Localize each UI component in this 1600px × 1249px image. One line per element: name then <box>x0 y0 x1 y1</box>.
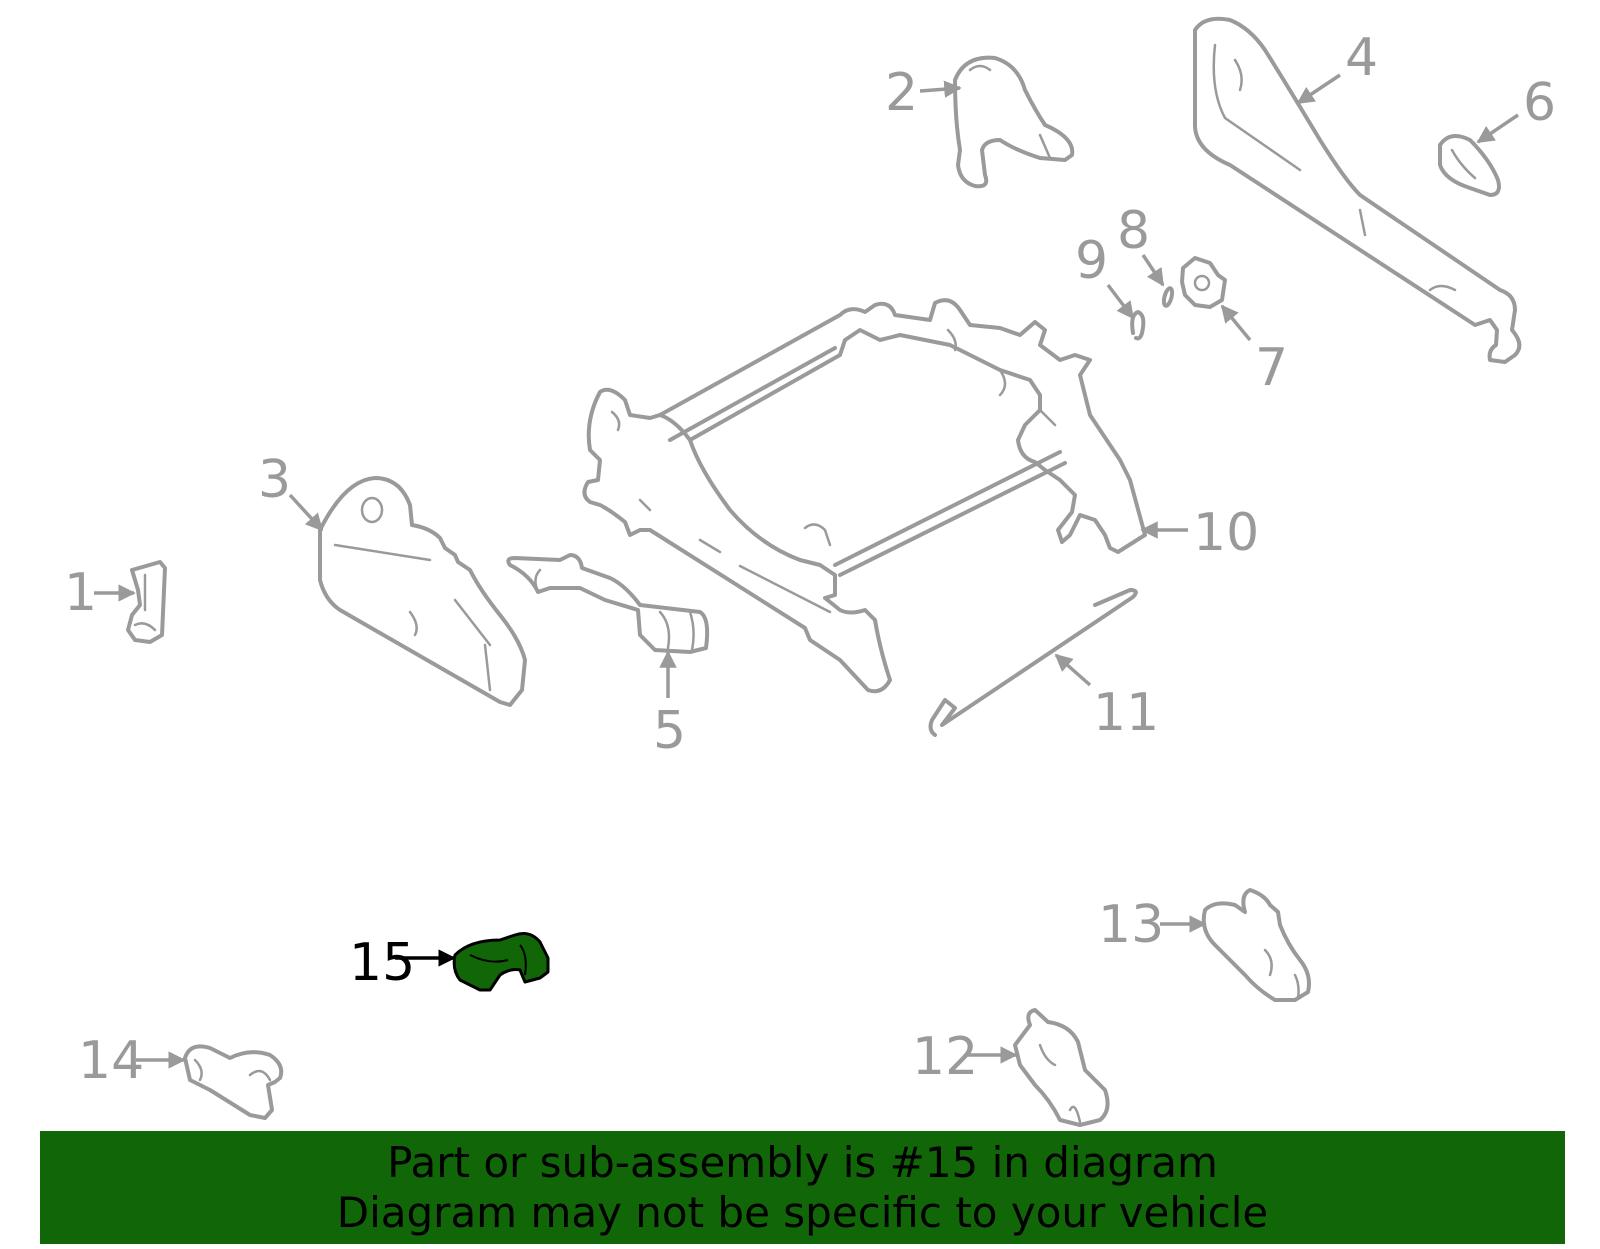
part-13-cover[interactable] <box>1201 888 1311 1002</box>
callout-10[interactable]: 10 <box>1193 503 1259 563</box>
banner-line-part-number: Part or sub-assembly is #15 in diagram <box>387 1137 1218 1187</box>
part-5-lever[interactable] <box>506 553 710 654</box>
part-12-cover[interactable] <box>1013 1008 1110 1127</box>
callout-4[interactable]: 4 <box>1345 28 1378 88</box>
part-8-clip[interactable] <box>1161 286 1175 308</box>
info-banner: Part or sub-assembly is #15 in diagram D… <box>40 1131 1565 1244</box>
part-1-bracket[interactable] <box>126 560 167 644</box>
callout-11[interactable]: 11 <box>1093 683 1159 743</box>
callout-2[interactable]: 2 <box>885 63 918 123</box>
part-9-spring-clip[interactable] <box>1130 310 1146 341</box>
callout-leaders <box>94 73 1519 1069</box>
part-4-track-cover[interactable] <box>1193 16 1522 364</box>
banner-line-disclaimer: Diagram may not be specific to your vehi… <box>336 1187 1269 1237</box>
part-3-side-shield[interactable] <box>318 476 527 707</box>
callout-labels: 1 2 3 4 5 6 7 8 9 10 11 12 13 14 15 <box>64 28 1556 1091</box>
part-6-knob-cover[interactable] <box>1438 134 1501 197</box>
part-7-nut[interactable] <box>1180 256 1227 309</box>
callout-1[interactable]: 1 <box>64 563 97 623</box>
callout-13[interactable]: 13 <box>1098 895 1164 955</box>
callout-5[interactable]: 5 <box>653 701 686 761</box>
callout-9[interactable]: 9 <box>1075 231 1108 291</box>
part-14-cover[interactable] <box>183 1044 284 1120</box>
callout-6[interactable]: 6 <box>1523 73 1556 133</box>
callout-3[interactable]: 3 <box>258 450 291 510</box>
part-15-highlighted[interactable] <box>452 932 550 992</box>
part-11-rod[interactable] <box>928 588 1138 737</box>
part-2-cover[interactable] <box>953 55 1075 189</box>
callout-12[interactable]: 12 <box>912 1027 978 1087</box>
callout-7[interactable]: 7 <box>1255 338 1288 398</box>
callout-15-highlighted[interactable]: 15 <box>349 933 415 993</box>
callout-8[interactable]: 8 <box>1117 201 1150 261</box>
part-10-seat-track[interactable] <box>582 298 1147 694</box>
callout-14[interactable]: 14 <box>78 1031 144 1091</box>
